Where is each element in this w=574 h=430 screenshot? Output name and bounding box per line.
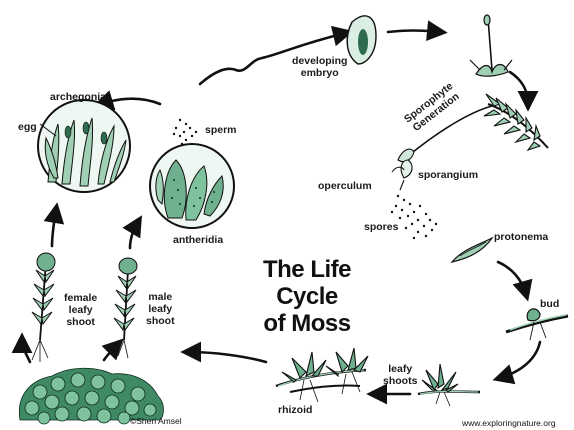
label-antheridia: antheridia — [173, 234, 223, 246]
arrow-bud-to-shoots — [500, 342, 540, 378]
site-credit: www.exploringnature.org — [462, 418, 556, 428]
label-spores: spores — [364, 221, 398, 233]
author-credit: ©Sheri Amsel — [130, 416, 182, 426]
title-line-2: of Moss — [232, 310, 382, 337]
archegonia-circle — [38, 100, 130, 192]
label-developing-embryo: developing embryo — [292, 55, 347, 79]
arrow-sperm-to-archegonia — [100, 99, 160, 104]
label-rhizoid: rhizoid — [278, 404, 312, 416]
protonema-illustration — [452, 238, 492, 262]
antheridia-circle — [150, 144, 234, 228]
developing-embryo-illustration — [347, 16, 376, 64]
diagram-title: The Life Cycle of Moss — [232, 256, 382, 337]
rhizoid-illustration — [276, 348, 368, 402]
arrow-sporophyte-down — [510, 72, 528, 104]
female-leafy-shoot-illustration — [32, 253, 55, 362]
arrow-clump-to-female — [22, 340, 30, 362]
young-sporophyte-illustration — [470, 15, 512, 76]
title-line-1: The Life Cycle — [232, 256, 382, 310]
label-sporangium: sporangium — [418, 169, 478, 181]
arrow-embryo-to-sporophyte — [388, 31, 440, 33]
label-sperm: sperm — [205, 124, 237, 136]
sporangium-illustration — [392, 160, 412, 190]
label-bud: bud — [540, 298, 559, 310]
sperm-dots — [173, 119, 197, 145]
leafy-shoots-illustration — [418, 364, 480, 406]
arrow-female-to-archegonia — [52, 210, 56, 246]
label-archegonia: archegonia — [50, 91, 106, 103]
label-egg: egg — [18, 121, 37, 133]
label-female-leafy-shoot: female leafy shoot — [64, 292, 97, 328]
arrow-clump-to-male — [104, 344, 118, 360]
label-operculum: operculum — [318, 180, 372, 192]
arrow-male-to-antheridia — [130, 222, 138, 248]
label-leafy-shoots: leafy shoots — [383, 363, 417, 387]
bud-illustration — [506, 309, 568, 340]
arrow-to-moss-clump — [188, 352, 266, 362]
label-male-leafy-shoot: male leafy shoot — [146, 291, 175, 327]
label-protonema: protonema — [494, 231, 548, 243]
arrow-protonema-to-bud — [498, 262, 526, 294]
cycle-arrows — [22, 31, 540, 395]
